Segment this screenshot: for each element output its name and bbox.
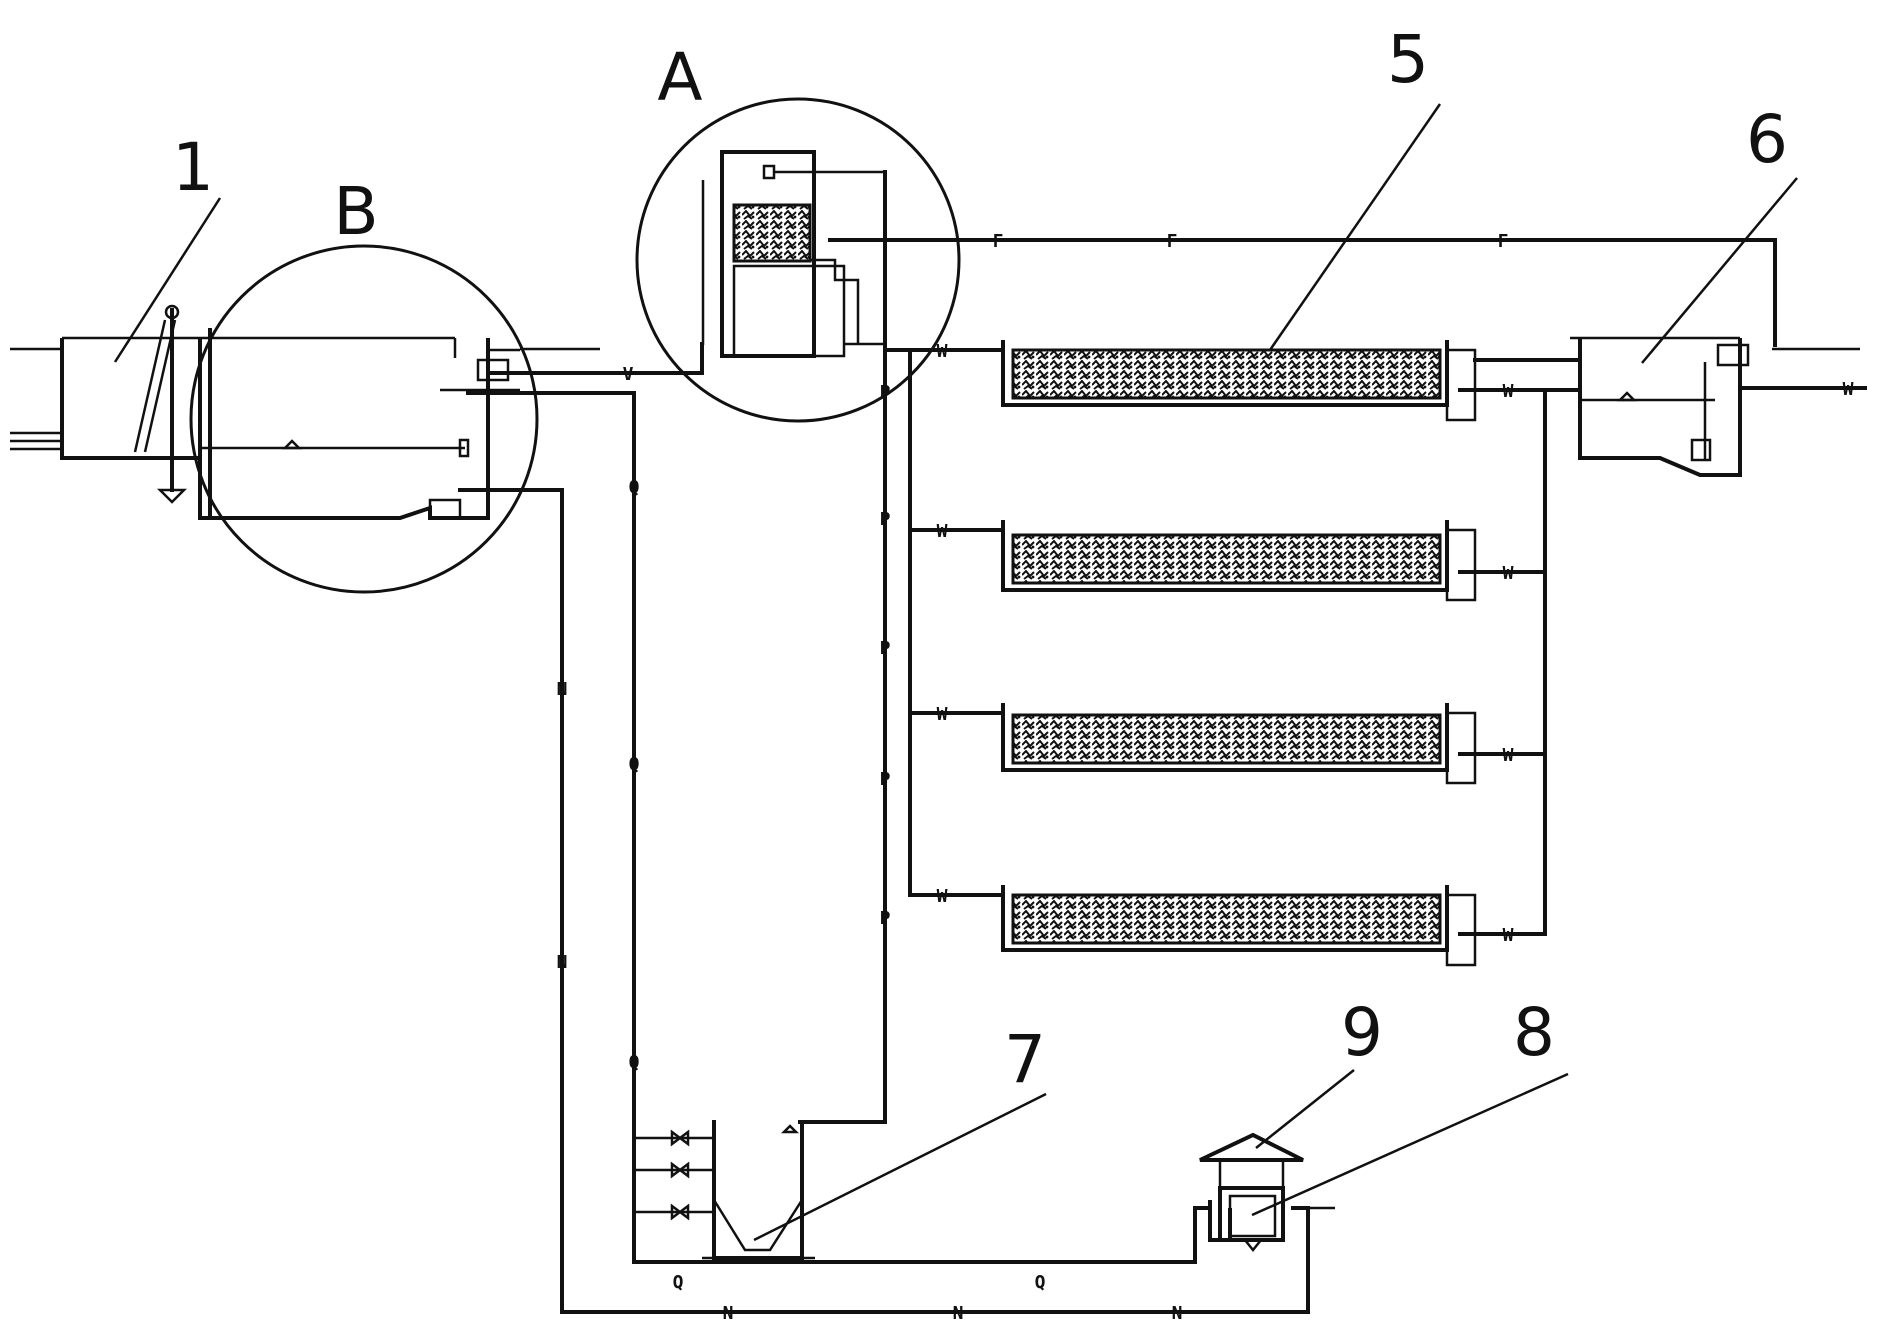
pipe-f — [828, 238, 1777, 347]
label-7: 7 — [1004, 1021, 1046, 1098]
pipe-mark-4: P — [880, 769, 891, 790]
leader-1 — [113, 197, 222, 363]
pipe-q — [466, 391, 1212, 1264]
pipe-code-f-3: F — [1498, 231, 1509, 252]
unit-8-9 — [1199, 1132, 1335, 1253]
tank-6 — [1570, 336, 1750, 477]
filter-4 — [1001, 885, 1477, 967]
label-6: 6 — [1746, 101, 1788, 178]
pipe-code-w-out-2: W — [1503, 563, 1514, 584]
unit-a — [701, 150, 885, 358]
pipe-code-q-3: Q — [629, 1052, 640, 1073]
leader-8 — [1251, 1072, 1569, 1217]
pipe-code-v: V — [623, 364, 634, 385]
pipe-code-n-3: N — [723, 1303, 734, 1324]
pipe-mark-5: P — [880, 908, 891, 929]
tank-b — [198, 328, 520, 520]
filter-3 — [1001, 703, 1477, 785]
pipe-code-w-out-1: W — [1503, 381, 1514, 402]
pipe-code-q-2: Q — [629, 754, 640, 775]
label-a: A — [657, 39, 702, 116]
leader-5 — [1268, 103, 1442, 351]
pipe-code-f-1: F — [993, 231, 1004, 252]
pipe-code-q-4: Q — [673, 1272, 684, 1293]
pipe-code-w-out-3: W — [1503, 745, 1514, 766]
pipe-v — [486, 342, 704, 375]
leader-6 — [1641, 177, 1798, 364]
pipe-code-w-in-4: W — [937, 886, 948, 907]
outlet-collector — [1458, 388, 1547, 936]
label-5: 5 — [1387, 21, 1429, 98]
pipe-code-f-2: F — [1167, 231, 1178, 252]
label-9: 9 — [1341, 994, 1383, 1071]
filter-1 — [1001, 340, 1477, 422]
leader-9 — [1255, 1069, 1355, 1149]
pipe-code-w-in-3: W — [937, 704, 948, 725]
pipe-code-w-in-2: W — [937, 521, 948, 542]
pipe-mark-3: P — [880, 638, 891, 659]
detail-circle-b — [189, 244, 539, 594]
pipe-mark-2: P — [880, 509, 891, 530]
pipe-code-q-1: Q — [629, 477, 640, 498]
filter-2 — [1001, 520, 1477, 602]
tank-7 — [634, 1120, 815, 1260]
pipe-code-n-1: N — [557, 679, 568, 700]
pipe-code-n-2: N — [557, 952, 568, 973]
pipe-code-n-4: N — [953, 1303, 964, 1324]
pipe-mark-1: P — [880, 382, 891, 403]
label-8: 8 — [1513, 994, 1555, 1071]
pipe-code-w-final: W — [1843, 379, 1854, 400]
tank-1 — [60, 304, 202, 504]
pipe-trunk-p — [798, 170, 887, 1124]
pipe-code-q-5: Q — [1035, 1272, 1046, 1293]
detail-circle-a — [635, 97, 961, 423]
pipe-code-w-in-1: W — [937, 341, 948, 362]
label-b: B — [333, 173, 378, 250]
leader-7 — [753, 1092, 1047, 1242]
pipe-code-w-out-4: W — [1503, 925, 1514, 946]
label-1: 1 — [172, 129, 214, 206]
pipe-code-n-5: N — [1172, 1303, 1183, 1324]
